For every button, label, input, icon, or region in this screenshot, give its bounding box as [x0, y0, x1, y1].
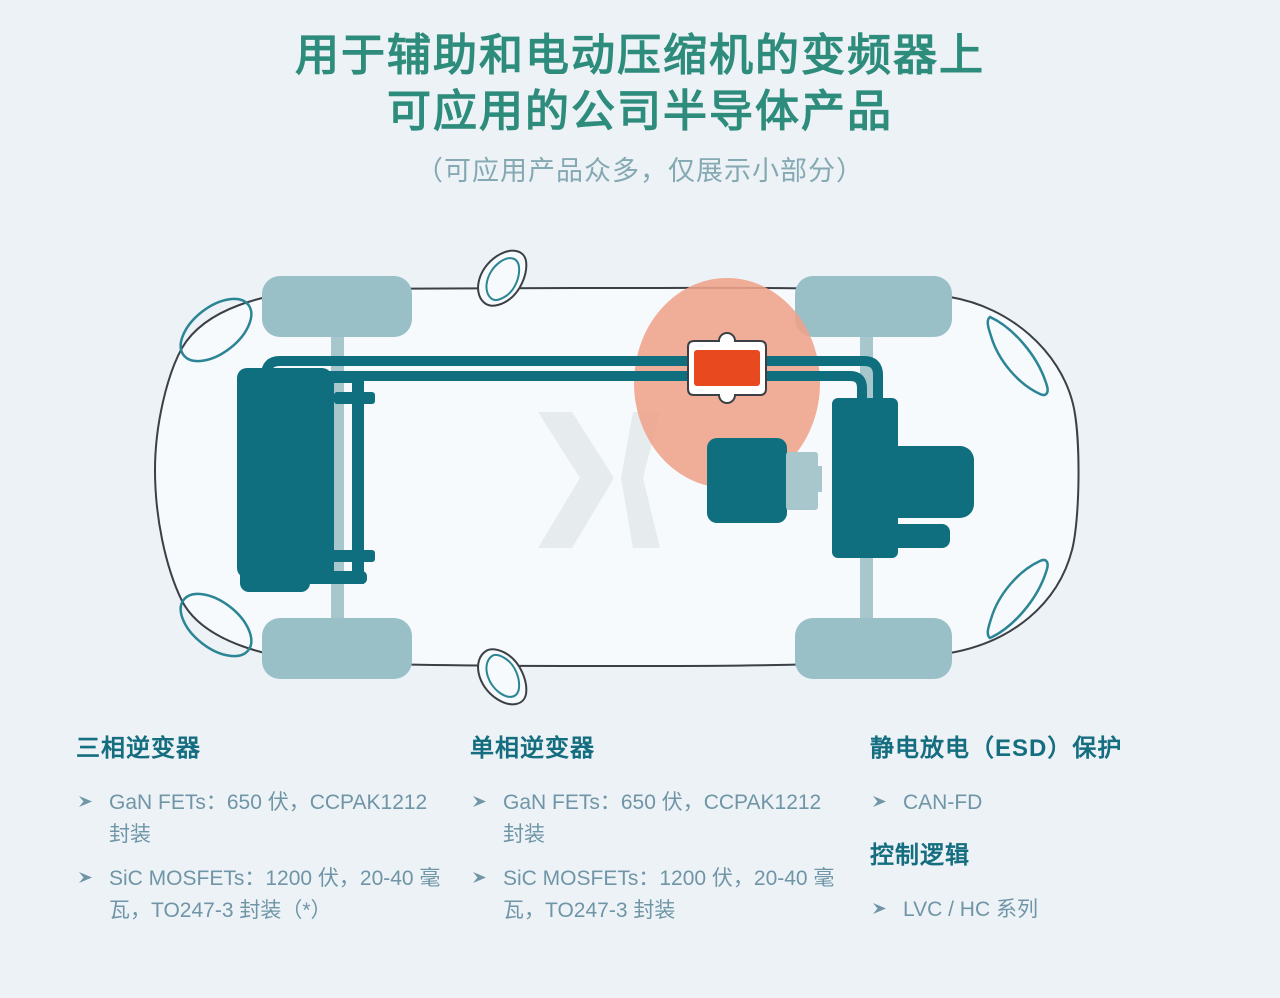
- x-logo-watermark-icon: [538, 412, 660, 548]
- front-motor-assembly: [237, 368, 375, 592]
- page-subtitle: （可应用产品众多，仅展示小部分）: [416, 155, 864, 186]
- motor-connector: [786, 452, 818, 510]
- bullet-list: CAN-FD: [870, 787, 1210, 819]
- headlight-icon: [179, 297, 253, 363]
- list-item: GaN FETs：650 伏，CCPAK1212 封装: [76, 787, 454, 851]
- rear-motor-foot: [875, 524, 950, 548]
- bullet-text: SiC MOSFETs：1200 伏，20-40 毫瓦，TO247-3 封装: [503, 866, 835, 922]
- wheel-front-right: [262, 618, 412, 679]
- rear-motor-side-block: [874, 446, 974, 518]
- title-line-1: 用于辅助和电动压缩机的变频器上: [295, 31, 985, 80]
- bullet-arrow-icon: [79, 796, 92, 807]
- list-item: GaN FETs：650 伏，CCPAK1212 封装: [470, 787, 842, 851]
- rear-motor-assembly: [707, 398, 974, 558]
- motor-connector-tab: [814, 466, 822, 492]
- side-mirror-icon: [477, 249, 528, 307]
- wheel-rear-right: [795, 618, 952, 679]
- bullet-arrow-icon: [79, 871, 92, 883]
- bullet-arrow-icon: [873, 902, 886, 914]
- wheel-front-left: [262, 276, 412, 337]
- title-line-2: 可应用的公司半导体产品: [387, 87, 893, 137]
- list-item: CAN-FD: [870, 787, 1210, 819]
- front-axle: [331, 300, 344, 650]
- header: 用于辅助和电动压缩机的变频器上可应用的公司半导体产品 （可应用产品众多，仅展示小…: [0, 28, 1280, 188]
- taillight-icon: [986, 315, 1049, 397]
- bullet-text: SiC MOSFETs：1200 伏，20-40 毫瓦，TO247-3 封装（*…: [109, 866, 441, 922]
- bullet-arrow-icon: [873, 796, 886, 807]
- section-heading: 三相逆变器: [76, 735, 201, 762]
- bullet-arrow-icon: [473, 871, 486, 883]
- page-title: 用于辅助和电动压缩机的变频器上可应用的公司半导体产品: [0, 28, 1280, 141]
- bullet-text: GaN FETs：650 伏，CCPAK1212 封装: [109, 791, 428, 846]
- section-heading: 控制逻辑: [870, 841, 970, 869]
- bullet-list: LVC / HC 系列: [870, 894, 1210, 926]
- taillight-icon: [986, 558, 1049, 640]
- column-three-phase-inverter: 三相逆变器 GaN FETs：650 伏，CCPAK1212 封装 SiC MO…: [76, 728, 454, 939]
- bullet-arrow-icon: [473, 796, 486, 807]
- column-single-phase-inverter: 单相逆变器 GaN FETs：650 伏，CCPAK1212 封装 SiC MO…: [470, 728, 842, 939]
- rear-motor-main-block: [832, 398, 898, 558]
- column-esd-and-logic: 静电放电（ESD）保护 CAN-FD 控制逻辑 LVC / HC 系列: [870, 728, 1210, 938]
- section-heading: 单相逆变器: [470, 735, 595, 762]
- list-item: SiC MOSFETs：1200 伏，20-40 毫瓦，TO247-3 封装（*…: [76, 863, 454, 927]
- compressor-inverter-module: [687, 332, 767, 404]
- list-item: SiC MOSFETs：1200 伏，20-40 毫瓦，TO247-3 封装: [470, 863, 842, 927]
- compressor-motor-block: [707, 438, 787, 523]
- bullet-text: LVC / HC 系列: [903, 897, 1038, 921]
- inverter-chip: [694, 350, 760, 386]
- bullet-list: GaN FETs：650 伏，CCPAK1212 封装 SiC MOSFETs：…: [76, 787, 454, 927]
- hv-cable-lines: [261, 356, 883, 420]
- bullet-text: GaN FETs：650 伏，CCPAK1212 封装: [503, 791, 822, 846]
- bullet-text: CAN-FD: [903, 791, 983, 814]
- headlight-icon: [179, 592, 253, 658]
- list-item: LVC / HC 系列: [870, 894, 1210, 926]
- section-heading: 静电放电（ESD）保护: [870, 735, 1123, 762]
- bullet-list: GaN FETs：650 伏，CCPAK1212 封装 SiC MOSFETs：…: [470, 787, 842, 927]
- wheel-rear-left: [795, 276, 952, 337]
- side-mirror-icon: [477, 648, 528, 706]
